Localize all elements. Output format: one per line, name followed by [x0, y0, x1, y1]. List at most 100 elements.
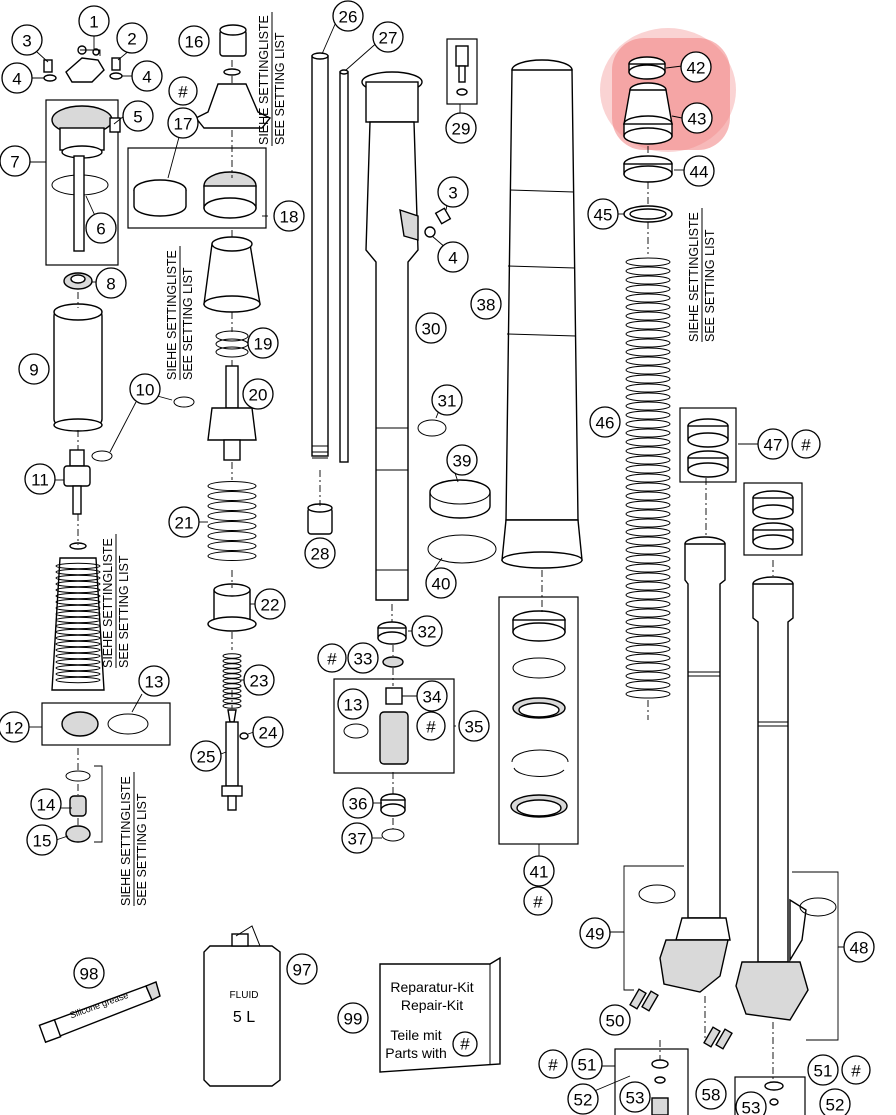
- callout-label: 40: [432, 575, 451, 594]
- hash-layer: #######: [168, 76, 871, 1085]
- outer-tube-38: [501, 59, 583, 569]
- hash-marker: #: [317, 643, 347, 673]
- callout-3: 3: [437, 176, 469, 208]
- repair-kit-line4: Parts with: [385, 1045, 446, 1061]
- callout-15: 15: [26, 824, 58, 856]
- oring-48: [799, 897, 837, 917]
- callout-98: 98: [73, 957, 105, 989]
- washer-33: [382, 656, 404, 668]
- callout-37: 37: [341, 822, 373, 854]
- spring-19: [215, 330, 249, 358]
- box-47b: [743, 482, 803, 556]
- callout-label: 13: [145, 673, 164, 692]
- callout-11: 11: [24, 463, 56, 495]
- oil-can-volume: 5 L: [233, 1009, 255, 1026]
- callout-47: 47: [757, 428, 789, 460]
- callout-label: 38: [477, 296, 496, 315]
- spring-coil: [625, 356, 671, 366]
- callout-58: 58: [695, 1078, 727, 1110]
- callout-26: 26: [332, 0, 364, 32]
- oring-49: [638, 884, 676, 904]
- callout-4: 4: [131, 60, 163, 92]
- ring-40: [427, 534, 497, 564]
- callout-39: 39: [446, 444, 478, 476]
- bushing-47b: [752, 490, 794, 550]
- spring-coil: [207, 551, 257, 561]
- callout-label: 47: [764, 436, 783, 455]
- callout-38: 38: [470, 288, 502, 320]
- callout-label: 4: [448, 249, 457, 268]
- callout-label: 42: [687, 59, 706, 78]
- spring-coil: [207, 521, 257, 531]
- repair-kit-line1: Reparatur-Kit: [390, 979, 473, 995]
- spring-coil: [625, 320, 671, 330]
- callout-label: 31: [438, 392, 457, 411]
- callout-label: 33: [354, 650, 373, 669]
- spring-coil: [625, 482, 671, 492]
- spring-coil: [625, 446, 671, 456]
- spring-coil: [625, 671, 671, 681]
- spring-coil: [625, 635, 671, 645]
- callout-5: 5: [122, 100, 154, 132]
- callout-42: 42: [680, 51, 712, 83]
- callout-25: 25: [190, 740, 222, 772]
- box-41: [498, 596, 579, 845]
- callout-label: 7: [10, 153, 19, 172]
- callout-label: 17: [174, 115, 193, 134]
- callout-3: 3: [11, 24, 43, 56]
- spring-coil: [55, 580, 101, 588]
- repair-kit-line2: Repair-Kit: [401, 997, 463, 1013]
- callout-21: 21: [168, 506, 200, 538]
- spring-coil: [625, 491, 671, 501]
- spring-coil: [625, 293, 671, 303]
- setting-note-1: SIEHE SETTINGLISTE SEE SETTING LIST: [257, 15, 287, 145]
- hash-marker: #: [538, 1049, 568, 1079]
- callout-49: 49: [579, 917, 611, 949]
- spring-coil: [625, 284, 671, 294]
- spring-coil: [625, 662, 671, 672]
- oil-can-brand: FLUID: [230, 990, 259, 1001]
- setting-note-2: SIEHE SETTINGLISTE SEE SETTING LIST: [165, 250, 195, 380]
- hash-symbol: #: [533, 893, 543, 912]
- spring-coil: [222, 683, 242, 689]
- callout-23: 23: [243, 664, 275, 696]
- spring-coil: [625, 527, 671, 537]
- callout-40: 40: [425, 567, 457, 599]
- spring-coil: [55, 562, 101, 570]
- callout-label: 58: [702, 1086, 721, 1105]
- callout-label: 32: [418, 623, 437, 642]
- callout-label: 45: [594, 206, 613, 225]
- bushing-47a: [687, 418, 729, 478]
- spring-coil: [625, 329, 671, 339]
- fork-leg-48: [735, 576, 809, 1021]
- hash-marker: #: [523, 886, 553, 916]
- callout-28: 28: [304, 537, 336, 569]
- spring-coil: [625, 338, 671, 348]
- callout-label: 5: [133, 108, 142, 127]
- bushing-17: [133, 179, 187, 217]
- callout-31: 31: [431, 384, 463, 416]
- callout-50: 50: [599, 1004, 631, 1036]
- kit-41-parts: [510, 610, 569, 818]
- box-7: [45, 99, 119, 266]
- callout-label: 51: [814, 1062, 833, 1081]
- washer-10: [91, 396, 195, 462]
- callout-12: 12: [0, 711, 30, 743]
- spring-coil: [55, 652, 101, 660]
- spring-coil: [207, 501, 257, 511]
- callout-label: 50: [606, 1012, 625, 1031]
- callout-label: 41: [530, 863, 549, 882]
- setting-note-5: SIEHE SETTINGLISTE SEE SETTING LIST: [687, 212, 717, 342]
- spring-coil: [55, 640, 101, 648]
- oring-24: [239, 732, 249, 740]
- callout-label: 26: [339, 8, 358, 27]
- hash-symbol: #: [851, 1062, 861, 1081]
- spring-coil: [207, 531, 257, 541]
- callout-label: 18: [280, 208, 299, 227]
- callout-35: 35: [458, 710, 490, 742]
- needle-25: [221, 709, 243, 811]
- spring-coil: [625, 410, 671, 420]
- spring-coil: [625, 311, 671, 321]
- callout-label: 37: [348, 830, 367, 849]
